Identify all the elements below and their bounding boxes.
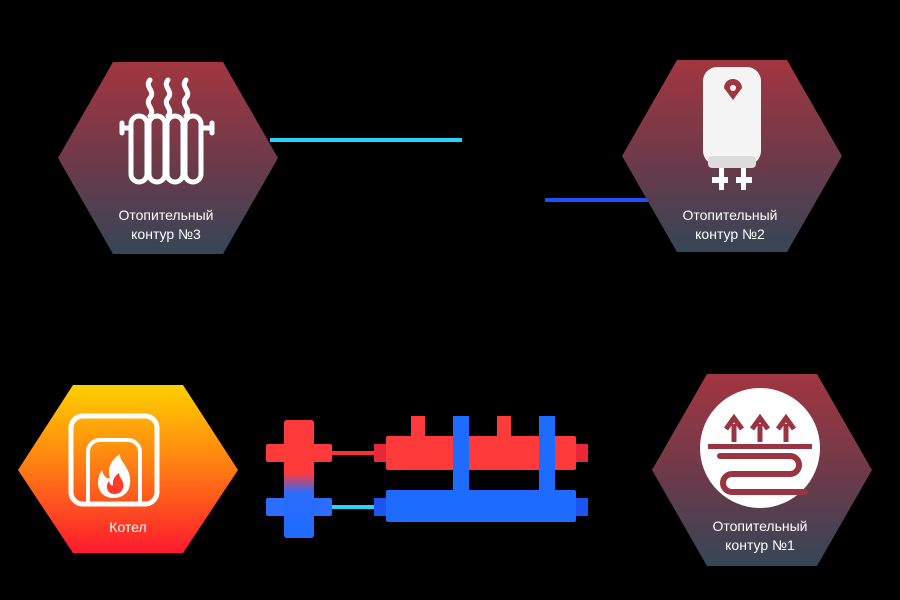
circuit3-label: Отопительный контур №3	[66, 206, 266, 244]
circuit2-label-line2: контур №2	[695, 226, 765, 242]
circuit1-label-line2: контур №1	[725, 537, 795, 553]
circuit1-label-line1: Отопительный	[712, 518, 808, 534]
underfloor-heating-icon	[700, 388, 820, 508]
circuit3-node	[58, 62, 278, 254]
circuit2-label: Отопительный контур №2	[630, 206, 830, 244]
circuit1-label: Отопительный контур №1	[660, 517, 860, 555]
return-manifold	[374, 490, 588, 522]
circuit3-label-line2: контур №3	[131, 226, 201, 242]
circuit2-label-line1: Отопительный	[682, 207, 778, 223]
boiler-flame-icon	[68, 413, 160, 507]
boiler-node	[18, 385, 238, 553]
circuit1-node	[652, 374, 872, 566]
circuit2-node	[622, 60, 842, 252]
circuit3-label-line1: Отопительный	[118, 207, 214, 223]
radiator-icon	[119, 77, 215, 185]
boiler-label-text: Котел	[109, 519, 147, 535]
boiler-label: Котел	[28, 518, 228, 537]
hydraulic-separator	[266, 420, 332, 538]
water-heater-icon	[703, 67, 761, 190]
supply-manifold	[374, 416, 588, 492]
